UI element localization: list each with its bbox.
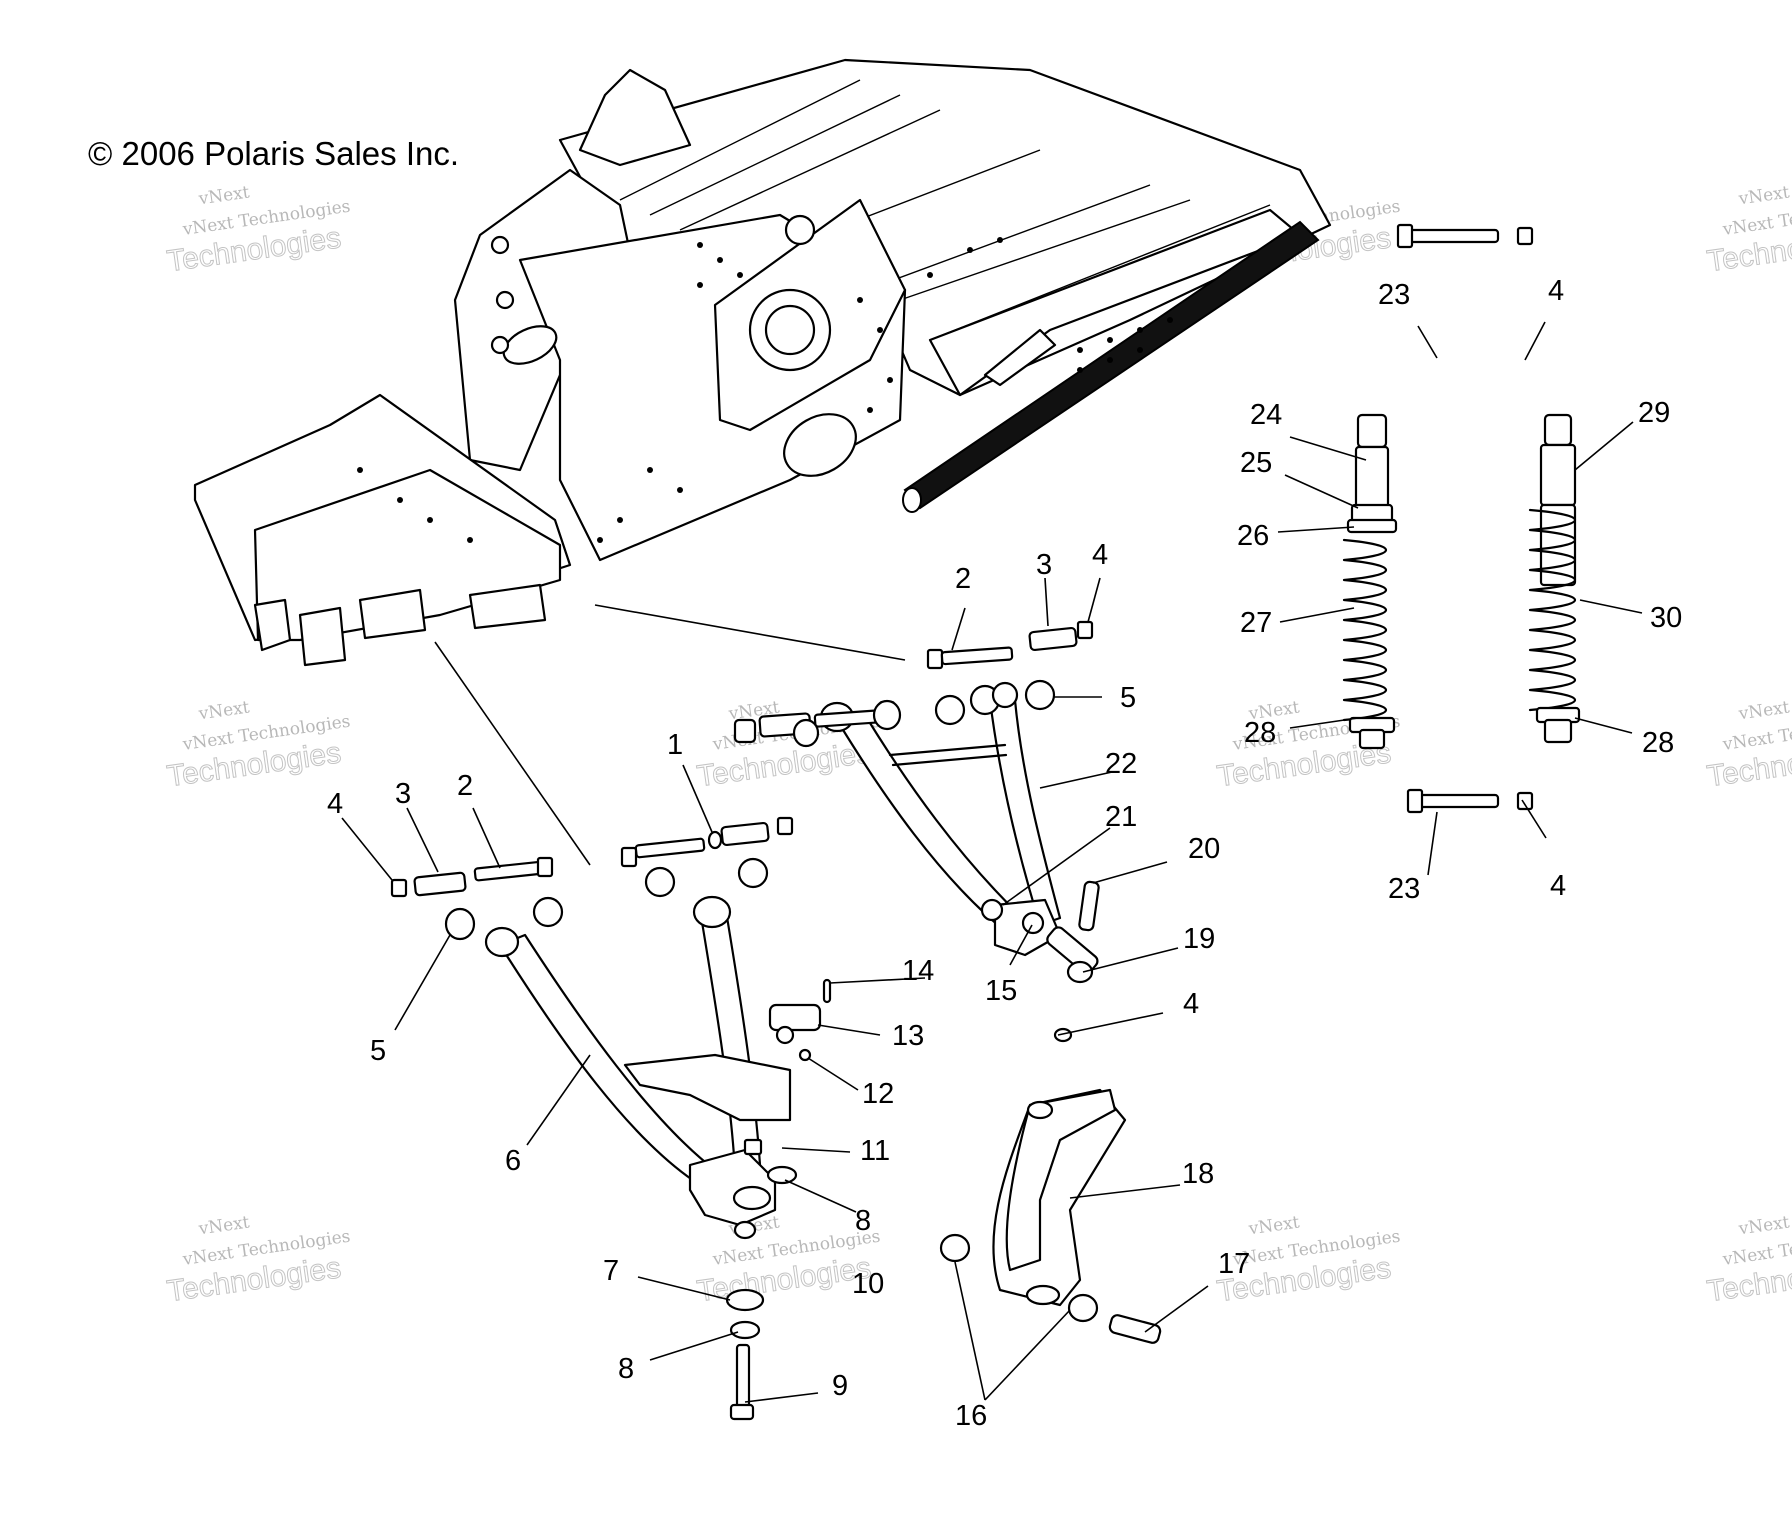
callout-5: 5: [370, 1035, 386, 1067]
chassis-frame: [193, 58, 1332, 667]
svg-text:vNext: vNext: [1737, 1212, 1791, 1239]
callout-24: 24: [1250, 399, 1282, 431]
lower-a-arm: [484, 895, 792, 1227]
tie-rod-end: [980, 880, 1100, 1043]
callout-1: 1: [667, 729, 683, 761]
watermark: vNext vNext Technologies Technologies: [165, 1212, 352, 1308]
callout-5: 5: [1120, 682, 1136, 714]
upper-pivot-hardware: [733, 620, 1094, 748]
callout-19: 19: [1183, 923, 1215, 955]
watermark: vNext vNext Technologies Technologies: [1705, 697, 1792, 793]
svg-text:vNext: vNext: [1737, 182, 1791, 209]
shock-absorber-left: [1342, 223, 1534, 814]
svg-text:vNext: vNext: [197, 697, 251, 724]
callout-22: 22: [1105, 748, 1137, 780]
callout-8: 8: [618, 1353, 634, 1385]
callout-30: 30: [1650, 602, 1682, 634]
watermark: vNext vNext Technologies Technologies: [1705, 182, 1792, 278]
callout-11: 11: [860, 1135, 890, 1167]
callout-leaders: [341, 321, 1643, 1403]
callout-3: 3: [395, 778, 411, 810]
lower-pivot-hardware: [390, 816, 794, 941]
callout-25: 25: [1240, 447, 1272, 479]
callout-4: 4: [1183, 988, 1199, 1020]
callout-20: 20: [1188, 833, 1220, 865]
callout-16: 16: [955, 1400, 987, 1432]
callout-7: 7: [603, 1255, 619, 1287]
callout-28: 28: [1244, 717, 1276, 749]
callout-26: 26: [1237, 520, 1269, 552]
callout-2: 2: [457, 770, 473, 802]
callout-4: 4: [1092, 539, 1108, 571]
copyright-text: © 2006 Polaris Sales Inc.: [88, 135, 459, 172]
cooler-tube: [902, 220, 1320, 513]
callout-4: 4: [327, 788, 343, 820]
watermark: vNext vNext Technologies Technologies: [1705, 1212, 1792, 1308]
callout-15: 15: [985, 975, 1017, 1007]
misc-hardware: [725, 978, 832, 1421]
callout-23: 23: [1388, 873, 1420, 905]
chassis-holes: [357, 237, 1173, 543]
callout-18: 18: [1182, 1158, 1214, 1190]
callout-27: 27: [1240, 607, 1272, 639]
callout-8: 8: [855, 1205, 871, 1237]
watermark: vNext vNext Technologies Technologies: [165, 182, 352, 278]
callout-9: 9: [832, 1370, 848, 1402]
callout-12: 12: [862, 1078, 894, 1110]
upper-a-arm: [819, 681, 1062, 957]
callout-28: 28: [1642, 727, 1674, 759]
callout-3: 3: [1036, 549, 1052, 581]
callout-numbers: 1 2 2 3 3 4 4 4 4 4 5 5 6 7 8 8 9 10 11 …: [327, 275, 1682, 1432]
shock-absorber-right: [1528, 413, 1581, 744]
callout-14: 14: [902, 955, 934, 987]
callout-17: 17: [1218, 1248, 1250, 1280]
svg-text:vNext: vNext: [1737, 697, 1791, 724]
svg-text:vNext: vNext: [197, 1212, 251, 1239]
assembly-lines: [434, 604, 906, 866]
callout-10: 10: [852, 1268, 884, 1300]
callout-13: 13: [892, 1020, 924, 1052]
callout-2: 2: [955, 563, 971, 595]
svg-text:vNext: vNext: [1247, 1212, 1301, 1239]
spindle: [939, 1088, 1162, 1344]
watermark: vNext vNext Technologies Technologies: [165, 697, 352, 793]
callout-4: 4: [1548, 275, 1564, 307]
callout-21: 21: [1105, 801, 1137, 833]
callout-23: 23: [1378, 279, 1410, 311]
svg-text:vNext: vNext: [197, 182, 251, 209]
callout-6: 6: [505, 1145, 521, 1177]
callout-29: 29: [1638, 397, 1670, 429]
callout-4: 4: [1550, 870, 1566, 902]
